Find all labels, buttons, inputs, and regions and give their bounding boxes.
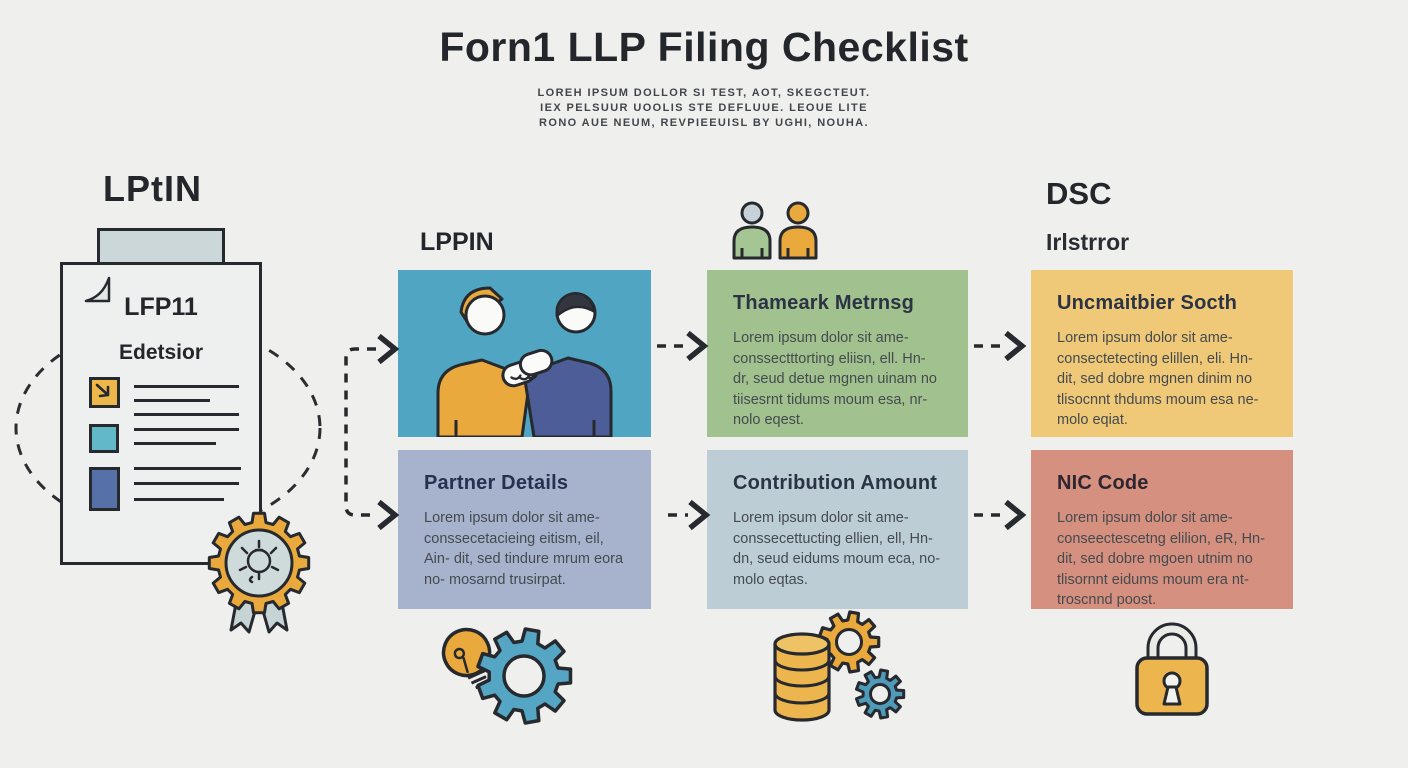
doc-line [134, 413, 239, 416]
checklist-arrow-square [89, 377, 120, 408]
award-seal-lightbulb-icon [207, 511, 311, 634]
name-reservation-body: Lorem ipsum dolor sit ame- conssectttort… [733, 330, 937, 429]
doc-line [134, 385, 239, 388]
nic-code-body: Lorem ipsum dolor sit ame- conseectescet… [1057, 510, 1265, 609]
nic-code-box: NIC Code Lorem ipsum dolor sit ame- cons… [1031, 450, 1293, 609]
contribution-title: Contribution Amount [733, 472, 938, 494]
arrow-down-right-icon [95, 383, 110, 398]
padlock-icon [1135, 622, 1209, 716]
doc-line [134, 399, 210, 402]
subtitle-line-2: IEX PELSUUR UOOLIS STE DEFLUUE. LEOUE LI… [540, 102, 868, 114]
doc-line [134, 442, 216, 445]
contribution-body: Lorem ipsum dolor sit ame- conssecettuct… [733, 510, 941, 588]
checklist-blue-square [89, 467, 120, 511]
llpin-heading: LPPIN [420, 228, 494, 256]
folded-corner-icon [84, 276, 111, 303]
arrowhead-to-contribution [688, 499, 711, 531]
subtitle-line-1: LOREH IPSUM DOLLOR SI TEST, AOT, SKEGCTE… [537, 87, 871, 99]
document-title: LFP11 [124, 293, 198, 321]
dsc-box-title: Uncmaitbier Socth [1057, 292, 1238, 314]
partner-details-title: Partner Details [424, 472, 569, 494]
arrowhead-to-nic-code [1004, 499, 1027, 531]
arrowhead-to-name-reservation [686, 330, 709, 362]
doc-line [134, 428, 239, 431]
subtitle-line-3: RONO AUE NEUM, REVPIEEUISL BY UGHI, NOUH… [539, 117, 869, 129]
page-subtitle: LOREH IPSUM DOLLOR SI TEST, AOT, SKEGCTE… [0, 86, 1408, 131]
dsc-heading: DSC [1046, 176, 1112, 211]
dsc-box-body: Lorem ipsum dolor sit ame- consectetecti… [1057, 330, 1259, 429]
arrowhead-to-partner-details [377, 499, 400, 531]
partner-details-box: Partner Details Lorem ipsum dolor sit am… [398, 450, 651, 609]
doc-line [134, 467, 241, 470]
nic-code-title: NIC Code [1057, 472, 1149, 494]
arrowhead-to-dsc [1004, 330, 1027, 362]
branch-dashed-connector [344, 347, 376, 517]
dsc-subheading: Irlstrror [1046, 229, 1130, 255]
document-subtitle: Edetsior [118, 341, 204, 364]
contribution-box: Contribution Amount Lorem ipsum dolor si… [707, 450, 968, 609]
checklist-teal-square [89, 424, 119, 453]
handshake-illustration [436, 286, 613, 437]
doc-line [134, 498, 224, 501]
partner-details-body: Lorem ipsum dolor sit ame- conssecetacie… [424, 510, 624, 588]
llpin-box [398, 270, 651, 437]
name-reservation-title: Thameark Metrnsg [733, 292, 915, 314]
doc-line [134, 482, 239, 485]
dsc-box: Uncmaitbier Socth Lorem ipsum dolor sit … [1031, 270, 1293, 437]
lightbulb-gear-icon [441, 627, 573, 725]
arrowhead-to-llpin [377, 333, 400, 365]
name-reservation-box: Thameark Metrnsg Lorem ipsum dolor sit a… [707, 270, 968, 437]
page-title: Forn1 LLP Filing Checklist [439, 24, 969, 70]
left-panel-heading: LPtIN [103, 168, 202, 209]
two-people-icon [732, 201, 818, 260]
coins-gears-icon [773, 610, 906, 722]
